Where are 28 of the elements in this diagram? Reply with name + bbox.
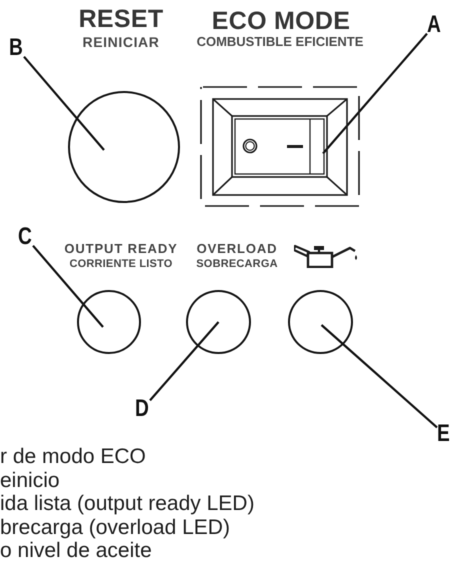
description-line: ida lista (output ready LED) [0, 492, 254, 516]
rocker-switch [200, 86, 360, 207]
description-line: r de modo ECO [0, 445, 146, 469]
description-line: einicio [0, 468, 60, 492]
leader-line [32, 244, 104, 328]
indicator-sublabel: CORRIENTE LISTO [69, 258, 173, 271]
control-subheading: COMBUSTIBLE EFICIENTE [196, 35, 364, 50]
reset-button [68, 91, 180, 203]
indicator-light [77, 290, 141, 354]
description-line: brecarga (overload LED) [0, 516, 230, 540]
indicator-light [288, 290, 353, 354]
description-line: o nivel de aceite [0, 539, 152, 563]
leader-line [149, 321, 220, 402]
indicator-sublabel: SOBRECARGA [196, 258, 278, 271]
control-heading: RESET [78, 5, 164, 34]
indicator-label: OUTPUT READY [64, 242, 178, 257]
control-subheading: REINICIAR [82, 34, 160, 50]
indicator-label: OVERLOAD [196, 242, 278, 257]
indicator-light [186, 290, 251, 354]
leader-line [322, 32, 428, 154]
control-heading: ECO MODE [212, 7, 350, 36]
leader-line [320, 324, 438, 428]
leader-line [23, 56, 105, 151]
callout-letter: C [18, 227, 33, 247]
callout-letter: E [437, 424, 452, 444]
callout-letter: B [9, 38, 24, 58]
callout-letter: A [427, 15, 442, 35]
callout-letter: D [135, 399, 150, 419]
